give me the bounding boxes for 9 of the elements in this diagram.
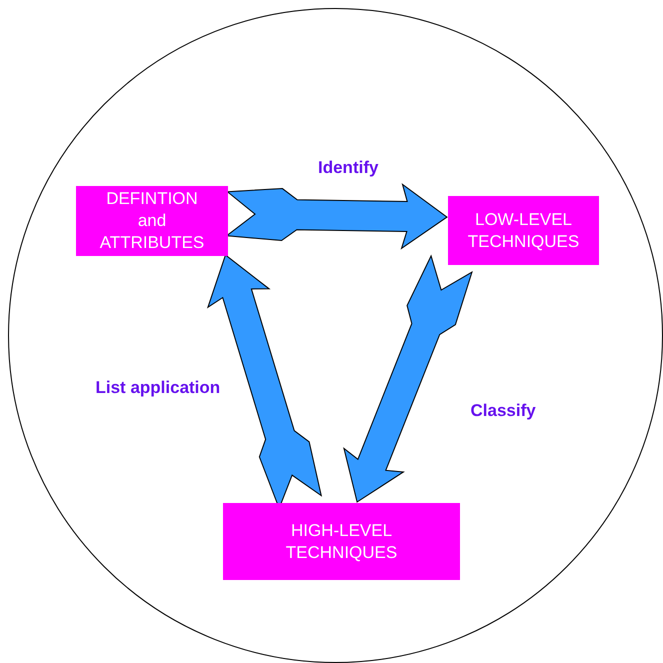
edge-label: Classify (468, 401, 538, 421)
concept-box: LOW-LEVEL TECHNIQUES (448, 196, 599, 265)
edge-label: List application (94, 378, 222, 398)
circle-outline (8, 8, 663, 663)
concept-box: DEFINTION and ATTRIBUTES (76, 186, 228, 256)
block-arrow (343, 254, 473, 503)
edge-label: Identify (316, 158, 380, 178)
concept-box: HIGH-LEVEL TECHNIQUES (223, 503, 460, 580)
block-arrow (225, 183, 448, 250)
